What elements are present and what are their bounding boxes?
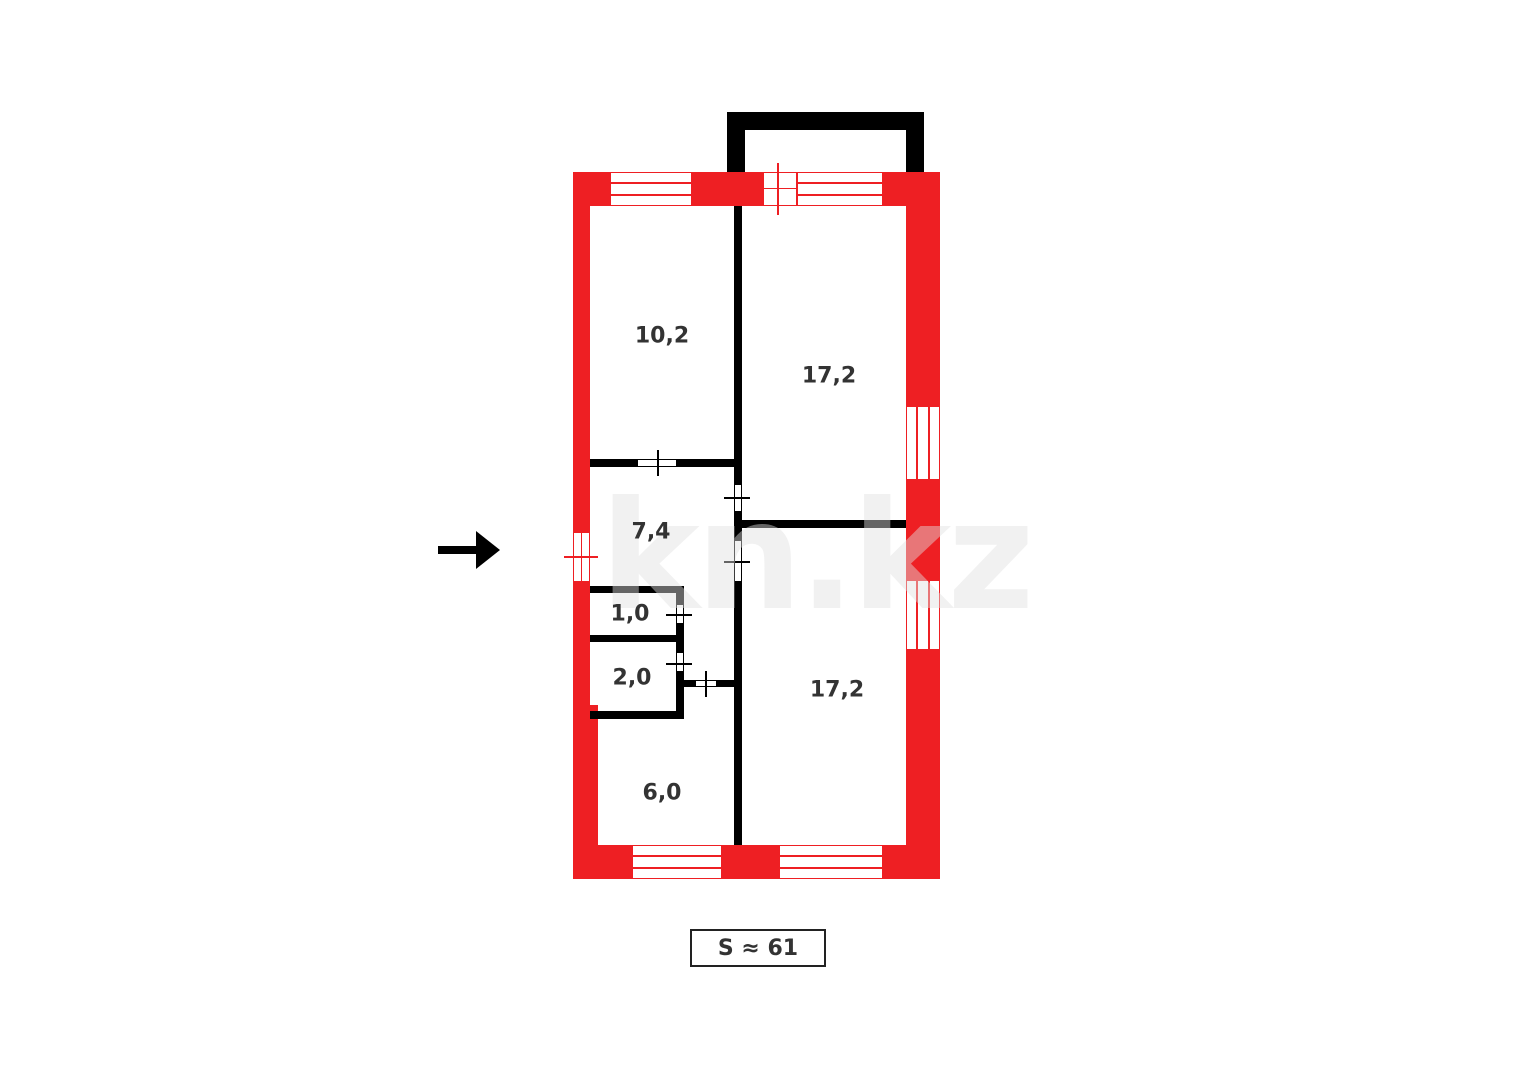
window-bottom-right [779, 845, 883, 879]
wall-bath-bottom [590, 711, 684, 719]
room-label-top-left: 10,2 [634, 323, 690, 349]
balcony-right-wall [906, 112, 924, 174]
exterior-wall-left-upper [573, 172, 590, 707]
door-10-2-tick [657, 450, 659, 476]
balcony-door [763, 172, 797, 206]
room-label-bathroom: 2,0 [612, 665, 652, 691]
wall-right-rooms-divider [738, 520, 906, 528]
door-bathroom [676, 652, 684, 672]
balcony-door-tick-h [763, 188, 797, 189]
window-top-right [797, 172, 883, 206]
balcony-top-wall [727, 112, 924, 130]
window-right-upper [906, 406, 940, 480]
door-bathroom-tick [666, 663, 692, 665]
door-kitchen-tick [705, 671, 707, 697]
total-area-badge: S ≈ 61 [690, 929, 826, 967]
door-17-2-top-tick [724, 497, 750, 499]
room-label-kitchen: 6,0 [642, 780, 682, 806]
entrance-arrow-icon [438, 531, 500, 569]
entrance-door-tick-v [581, 532, 582, 582]
exterior-wall-left-lower [573, 705, 598, 879]
door-17-2-bottom-tick [724, 561, 750, 563]
room-label-toilet: 1,0 [610, 601, 650, 627]
balcony-left-wall [727, 112, 745, 174]
wall-toilet-bottom [590, 635, 684, 642]
window-right-lower [906, 580, 940, 650]
watermark: kn.kz [600, 470, 1035, 644]
window-top-left [610, 172, 692, 206]
exterior-wall-right [906, 172, 940, 879]
room-label-bottom-right: 17,2 [809, 677, 865, 703]
door-toilet-tick [666, 614, 692, 616]
balcony-door-tick [777, 163, 779, 215]
exterior-wall-bottom [573, 845, 940, 879]
room-label-hallway: 7,4 [631, 519, 671, 545]
wall-toilet-top [590, 586, 684, 593]
room-label-top-right: 17,2 [801, 363, 857, 389]
window-bottom-left [632, 845, 722, 879]
